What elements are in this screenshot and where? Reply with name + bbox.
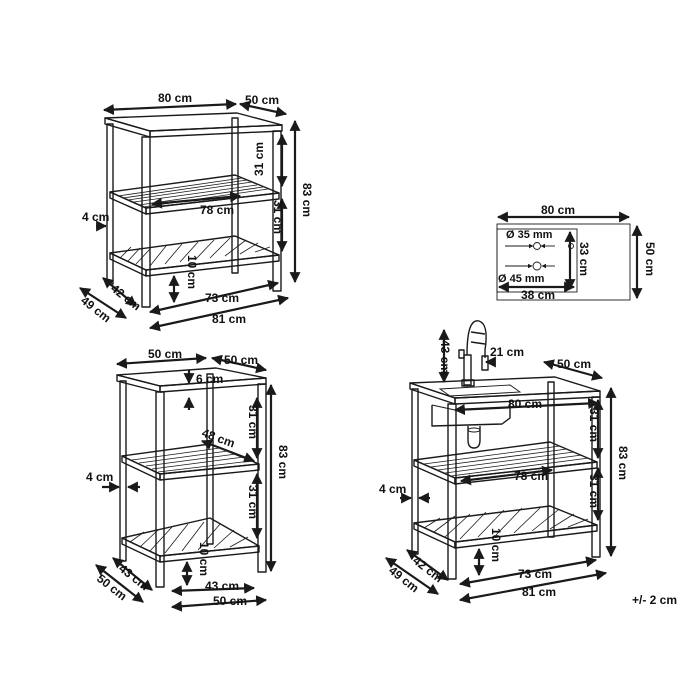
sink-unit-width-label: 80 cm: [508, 397, 542, 411]
top-view-drawing: 80 cm 50 cm Ø 35 mm Ø 45 mm 33 cm 38 cm: [496, 203, 657, 302]
hole-35-icon: [533, 242, 541, 250]
sink-unit-drawing: 43 cm 21 cm 50 cm 80 cm 83 cm 31 cm 31 c…: [379, 320, 630, 604]
small-shelf-depth-label: 50 cm: [224, 353, 258, 367]
sink-opening: [438, 384, 522, 397]
large-shelf-shelf-width-label: 78 cm: [200, 203, 234, 217]
large-shelf-upper-gap-label: 31 cm: [252, 142, 266, 176]
top-view-sink-width-label: 38 cm: [521, 288, 555, 302]
drain-pipe: [467, 426, 481, 449]
large-shelf-bottom-slats: [119, 237, 271, 267]
small-shelf-bottom-slats: [129, 521, 249, 554]
sink-unit-depth-label: 50 cm: [557, 357, 591, 371]
small-shelf-height-label: 83 cm: [276, 445, 290, 479]
large-shelf-lower-gap-label: 31 cm: [271, 200, 285, 234]
small-shelf-width-label: 50 cm: [148, 347, 182, 361]
large-shelf-foot-label: 10 cm: [185, 255, 199, 289]
top-view-width-label: 80 cm: [541, 203, 575, 217]
tolerance-note: +/- 2 cm: [632, 593, 678, 607]
small-shelf-upper-gap-label: 31 cm: [246, 405, 260, 439]
hole-45-icon: [532, 261, 542, 271]
small-shelf-leg-offset-label: 4 cm: [86, 470, 113, 484]
large-shelf-height-label: 83 cm: [300, 183, 314, 217]
faucet-height-label: 43 cm: [438, 340, 452, 374]
sink-unit-lower-gap-label: 31 cm: [587, 474, 601, 508]
large-shelf-leg-offset-label: 4 cm: [82, 210, 109, 224]
small-shelf-drawing: 50 cm 50 cm 6 cm 83 cm 31 cm 31 cm 48 cm…: [86, 347, 290, 612]
sink-unit-shelf-width-label: 78 cm: [514, 469, 548, 483]
sink-unit-upper-gap-label: 31 cm: [587, 408, 601, 442]
large-shelf-drawing: 80 cm 50 cm 83 cm 31 cm 31 cm 78 cm 4 cm…: [78, 91, 314, 332]
sink-unit-height-label: 83 cm: [616, 446, 630, 480]
top-view-hole-1-label: Ø 35 mm: [506, 229, 553, 241]
sink-unit-outer-width-label: 81 cm: [522, 585, 556, 599]
sink-unit-inner-width-label: 73 cm: [518, 567, 552, 581]
top-view-depth-label: 50 cm: [643, 242, 657, 276]
small-shelf-outer-width-label: 50 cm: [213, 594, 247, 608]
small-shelf-top-thickness-label: 6 cm: [196, 372, 223, 386]
large-shelf-width-label: 80 cm: [158, 91, 192, 105]
top-view-sink-depth-label: 33 cm: [577, 242, 591, 276]
large-shelf-depth-label: 50 cm: [245, 93, 279, 107]
large-shelf-inner-width-label: 73 cm: [205, 291, 239, 305]
sink-unit-leg-offset-label: 4 cm: [379, 482, 406, 496]
small-shelf-lower-gap-label: 31 cm: [246, 485, 260, 519]
small-shelf-inner-width-label: 43 cm: [205, 579, 239, 593]
small-shelf-foot-label: 10 cm: [197, 542, 211, 576]
sink-unit-bottom-slats: [423, 507, 589, 540]
faucet-icon: [458, 320, 489, 387]
sink-unit-foot-label: 10 cm: [489, 528, 503, 562]
top-view-hole-2-label: Ø 45 mm: [498, 273, 545, 285]
faucet-reach-label: 21 cm: [490, 345, 524, 359]
large-shelf-outer-width-label: 81 cm: [212, 312, 246, 326]
